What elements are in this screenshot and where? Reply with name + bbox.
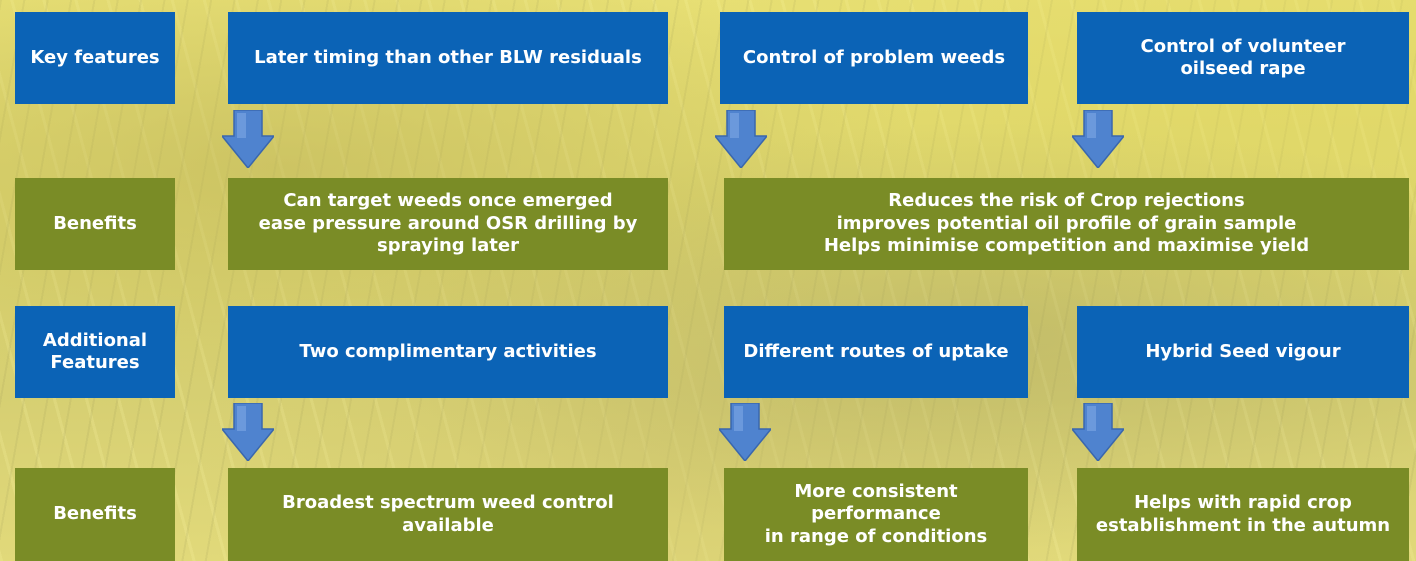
benefit-box-consistent-performance: More consistent performance in range of … xyxy=(724,468,1028,561)
feature-text: Hybrid Seed vigour xyxy=(1145,340,1341,362)
down-arrow-icon xyxy=(1072,110,1124,168)
feature-text: Control of problem weeds xyxy=(742,46,1006,68)
benefit-text: Can target weeds once emerged ease press… xyxy=(258,190,638,257)
down-arrow-icon xyxy=(719,403,771,461)
benefit-text: Helps with rapid crop establishment in t… xyxy=(1095,492,1391,536)
feature-box-hybrid-seed-vigour: Hybrid Seed vigour xyxy=(1077,306,1409,398)
feature-text: Control of volunteer oilseed rape xyxy=(1140,35,1346,80)
row-label-text: Benefits xyxy=(53,503,137,525)
down-arrow-icon xyxy=(222,403,274,461)
benefit-text: Broadest spectrum weed control available xyxy=(282,492,614,536)
feature-box-volunteer-osr: Control of volunteer oilseed rape xyxy=(1077,12,1409,104)
feature-text: Different routes of uptake xyxy=(743,340,1009,362)
feature-box-later-timing: Later timing than other BLW residuals xyxy=(228,12,668,104)
feature-box-complimentary-activities: Two complimentary activities xyxy=(228,306,668,398)
feature-box-routes-of-uptake: Different routes of uptake xyxy=(724,306,1028,398)
benefit-box-target-weeds: Can target weeds once emerged ease press… xyxy=(228,178,668,270)
feature-box-problem-weeds: Control of problem weeds xyxy=(720,12,1028,104)
benefit-box-rapid-establishment: Helps with rapid crop establishment in t… xyxy=(1077,468,1409,561)
row-label-text: Additional Features xyxy=(42,329,148,374)
benefit-box-broadest-spectrum: Broadest spectrum weed control available xyxy=(228,468,668,561)
down-arrow-icon xyxy=(1072,403,1124,461)
row-label-text: Key features xyxy=(30,46,160,68)
row-label-key-features: Key features xyxy=(15,12,175,104)
benefit-box-crop-rejections: Reduces the risk of Crop rejections impr… xyxy=(724,178,1409,270)
row-label-text: Benefits xyxy=(53,212,137,234)
feature-text: Later timing than other BLW residuals xyxy=(254,46,642,68)
down-arrow-icon xyxy=(222,110,274,168)
benefit-text: Reduces the risk of Crop rejections impr… xyxy=(823,190,1310,257)
row-label-additional-features: Additional Features xyxy=(15,306,175,398)
row-label-benefits: Benefits xyxy=(15,468,175,561)
benefit-text: More consistent performance in range of … xyxy=(764,480,988,547)
feature-text: Two complimentary activities xyxy=(299,340,597,362)
down-arrow-icon xyxy=(715,110,767,168)
row-label-benefits: Benefits xyxy=(15,178,175,270)
